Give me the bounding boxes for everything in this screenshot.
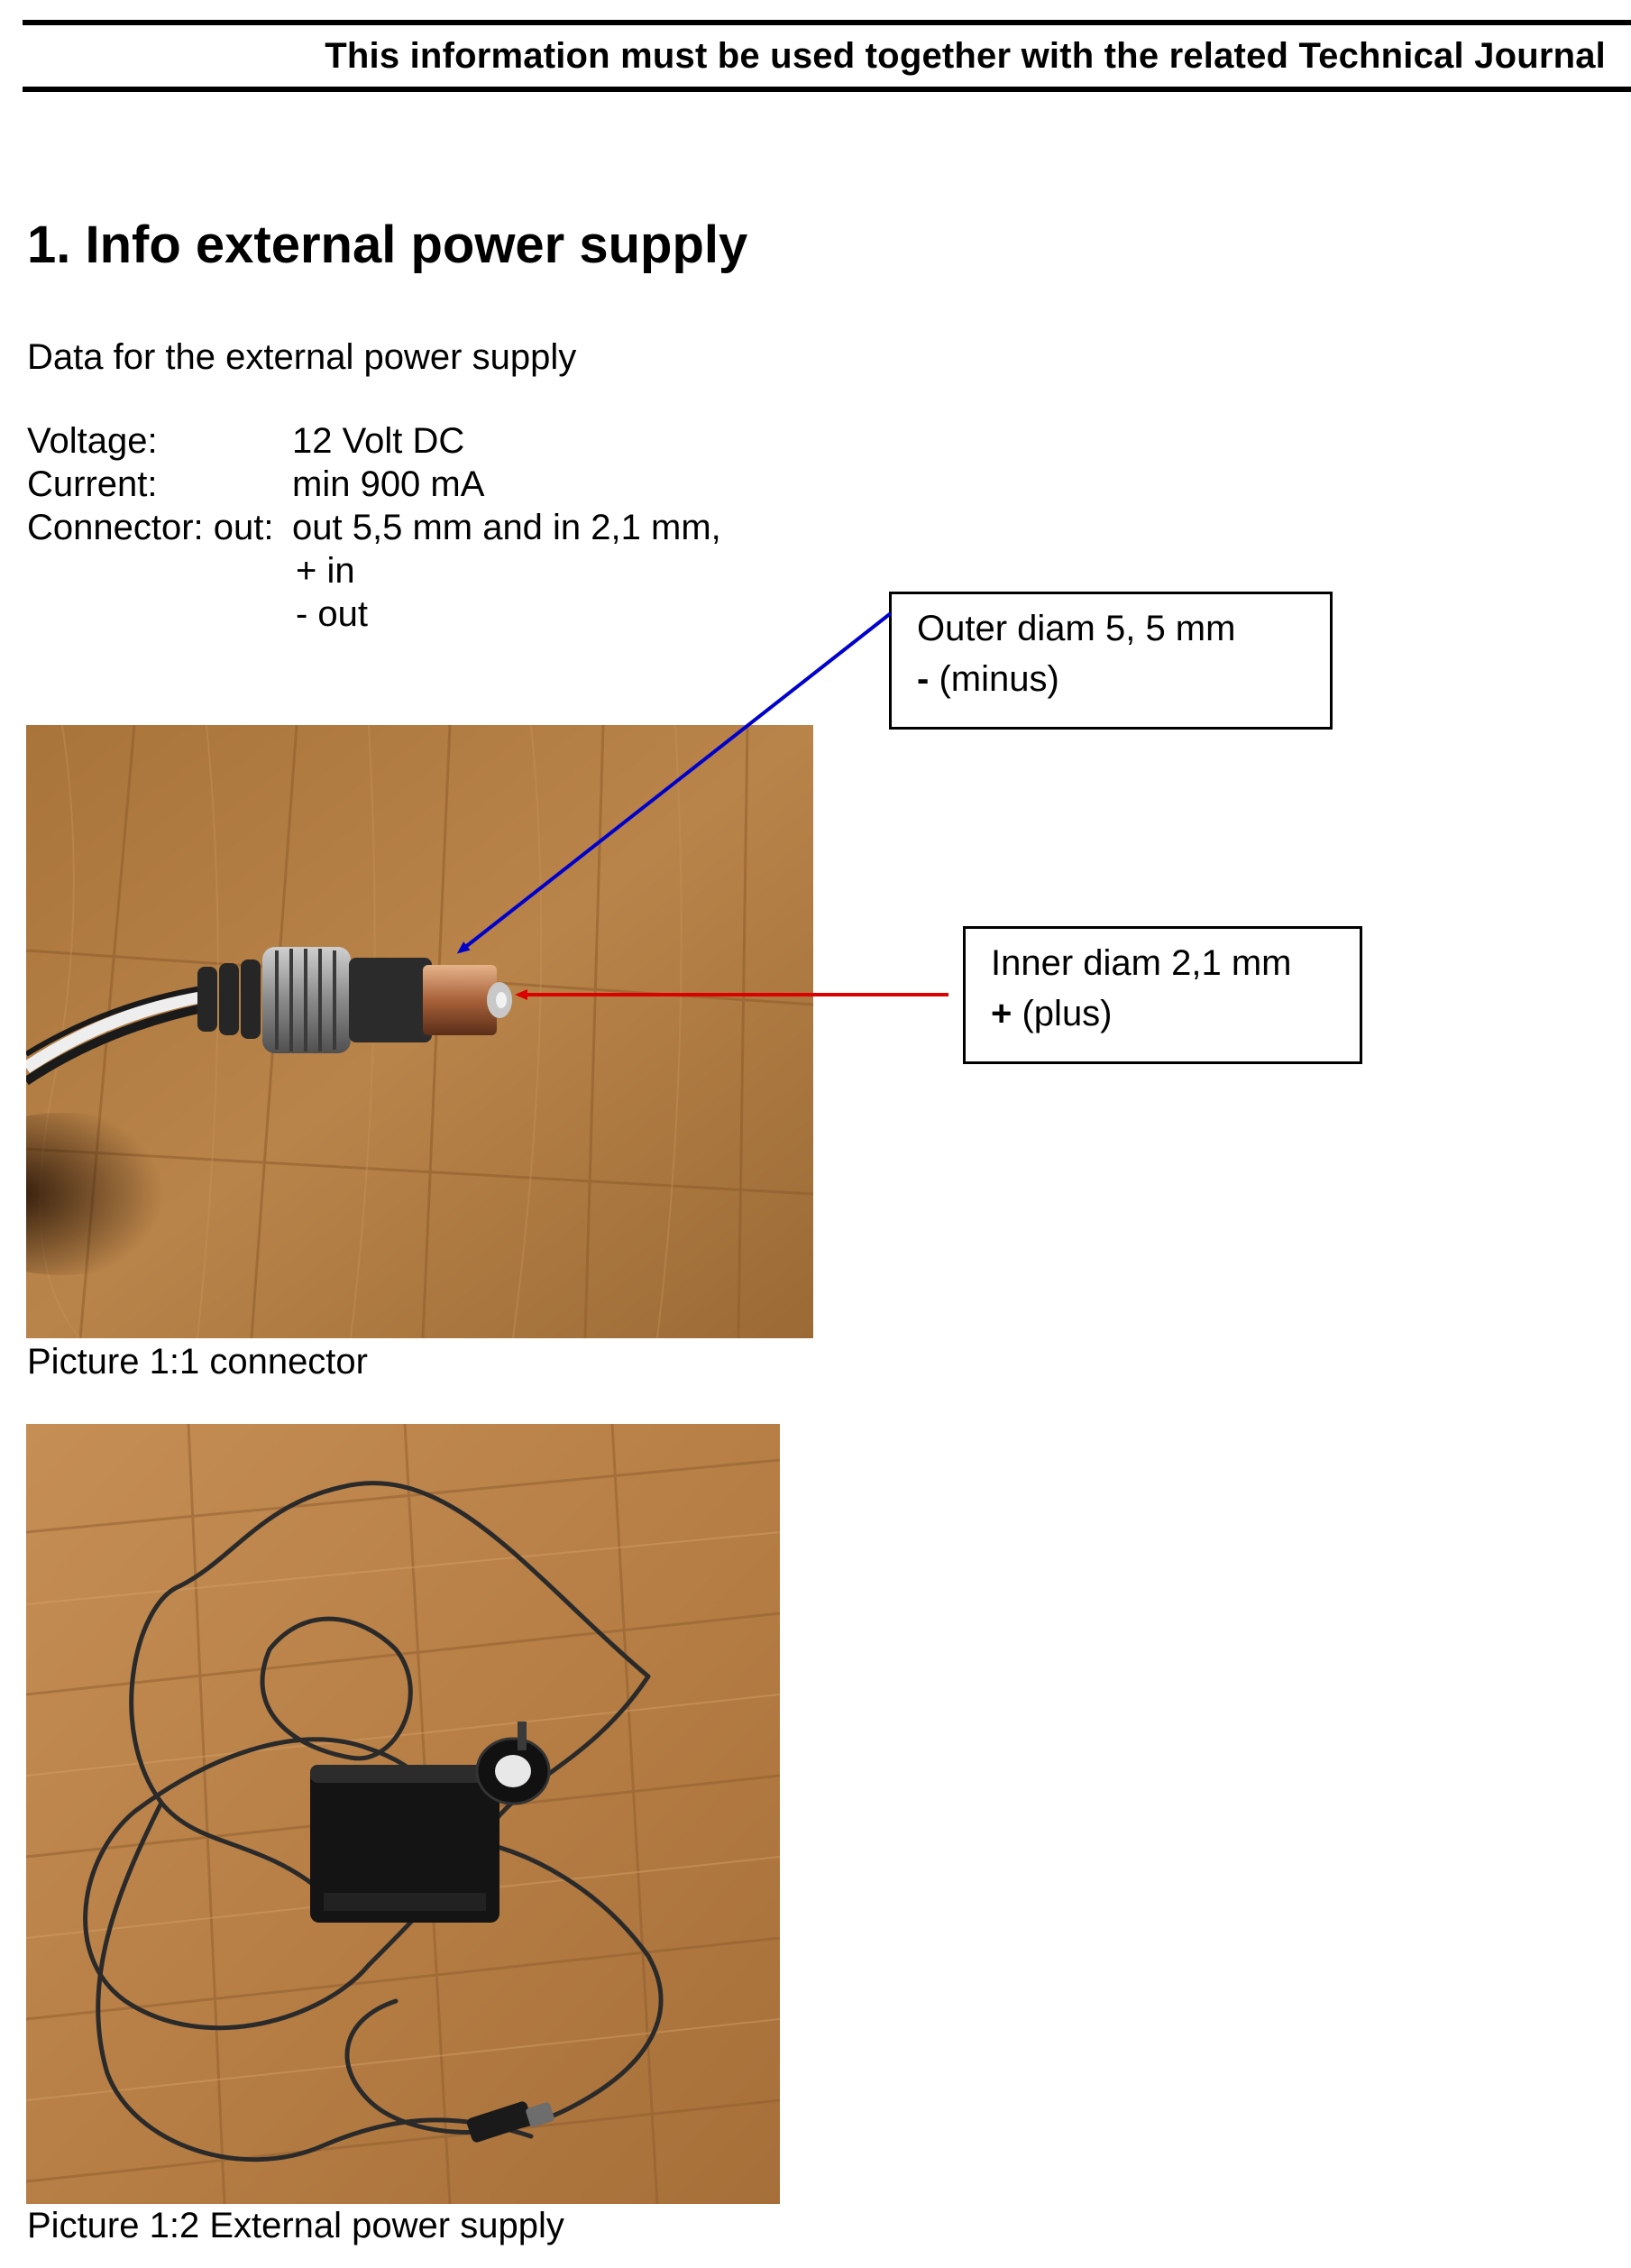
spec-row-voltage: Voltage: 12 Volt DC: [27, 419, 721, 463]
outer-diameter-arrow: [456, 611, 893, 954]
callout-outer-line1: Outer diam 5, 5 mm: [917, 609, 1236, 648]
callout-inner-line1: Inner diam 2,1 mm: [991, 943, 1292, 983]
power-supply-photo: [26, 1424, 780, 2204]
power-adapter-photo-icon: [26, 1424, 780, 2204]
spec-label: Connector: out:: [27, 508, 274, 547]
section-title: 1. Info external power supply: [27, 216, 748, 274]
dc-barrel-plug-photo-icon: [26, 725, 813, 1338]
header-rule-bottom: [23, 87, 1631, 92]
spec-label: Voltage:: [27, 421, 158, 461]
spec-value: 12 Volt DC: [292, 421, 465, 461]
spec-value: out 5,5 mm and in 2,1 mm,: [292, 508, 721, 547]
spec-row-current: Current: min 900 mA: [27, 463, 721, 506]
callout-inner-line2: + (plus): [991, 988, 1334, 1039]
header-rule-top: [23, 20, 1631, 25]
callout-outer-diameter: Outer diam 5, 5 mm - (minus): [889, 592, 1333, 730]
spec-table: Voltage: 12 Volt DC Current: min 900 mA …: [27, 419, 721, 636]
connector-photo: [26, 725, 813, 1338]
figure-caption-supply: Picture 1:2 External power supply: [27, 2206, 564, 2245]
spec-polarity-in: + in: [296, 551, 355, 591]
section-intro: Data for the external power supply: [27, 337, 577, 377]
callout-outer-polarity: (minus): [939, 659, 1059, 699]
callout-inner-diameter: Inner diam 2,1 mm + (plus): [963, 926, 1362, 1064]
header-notice: This information must be used together w…: [325, 36, 1606, 76]
spec-label: Current:: [27, 464, 158, 504]
spec-row-connector: Connector: out: out 5,5 mm and in 2,1 mm…: [27, 506, 721, 549]
spec-polarity-out: - out: [296, 594, 369, 634]
plus-symbol: +: [991, 994, 1013, 1033]
figure-caption-connector: Picture 1:1 connector: [27, 1342, 368, 1382]
minus-symbol: -: [917, 659, 930, 699]
spec-value: min 900 mA: [292, 464, 485, 504]
callout-inner-polarity: (plus): [1022, 994, 1113, 1033]
callout-outer-line2: - (minus): [917, 654, 1305, 704]
